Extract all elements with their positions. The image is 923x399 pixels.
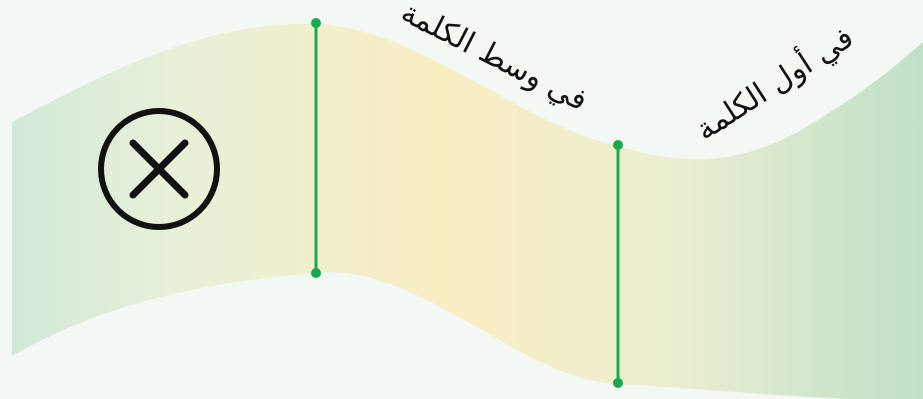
- wavy-band: [12, 23, 923, 399]
- divider-left: [311, 18, 321, 278]
- circled-x-icon: [98, 108, 220, 230]
- divider-right: [613, 140, 623, 388]
